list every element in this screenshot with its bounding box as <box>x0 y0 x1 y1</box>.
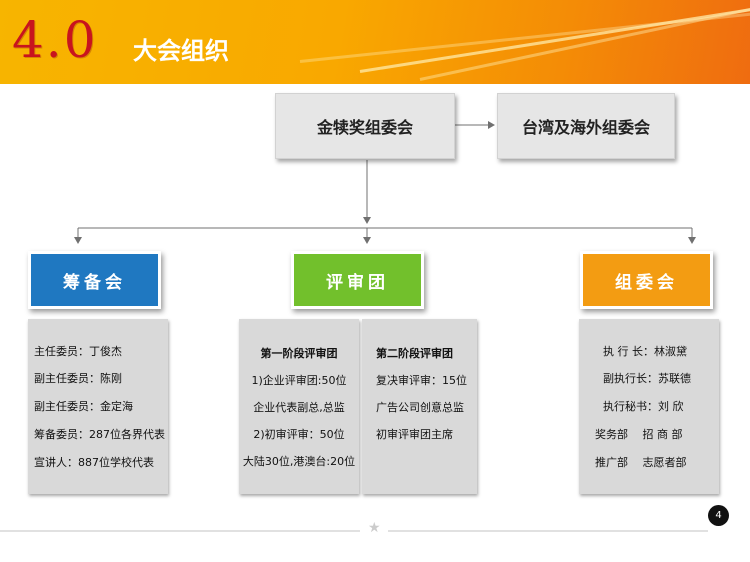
committee-title: 组委会 <box>615 272 678 293</box>
prep-row: 主任委员：丁俊杰 <box>34 345 122 358</box>
stage2-row: 初审评审团主席 <box>376 428 453 441</box>
footer-divider <box>388 530 708 532</box>
jury-title: 评审团 <box>326 272 389 293</box>
stage1-row: 大陆30位,港澳台:20位 <box>242 455 356 468</box>
overseas-committee-box: 台湾及海外组委会 <box>497 93 675 159</box>
jury-stage1-panel: 第一阶段评审团 1)企业评审团:50位 企业代表副总,总监 2)初审评审：50位… <box>239 319 359 494</box>
main-committee-label: 金犊奖组委会 <box>316 118 413 137</box>
prep-row: 筹备委员：287位各界代表 <box>34 428 165 441</box>
footer-divider <box>0 530 360 532</box>
committee-row: 执 行 长：林淑黛 <box>603 345 687 358</box>
stage1-row: 2)初审评审：50位 <box>253 428 345 441</box>
committee-panel: 执 行 长：林淑黛 副执行长：苏联德 执行秘书：刘 欣 奖务部 招 商 部 推广… <box>579 319 719 494</box>
committee-header: 组委会 <box>580 251 713 309</box>
stage1-row: 企业代表副总,总监 <box>253 401 345 414</box>
jury-header: 评审团 <box>291 251 424 309</box>
prep-row: 副主任委员：金定海 <box>34 400 133 413</box>
committee-row: 推广部 志愿者部 <box>595 456 687 469</box>
main-committee-box: 金犊奖组委会 <box>275 93 455 159</box>
overseas-committee-label: 台湾及海外组委会 <box>521 118 650 137</box>
prep-title: 筹备会 <box>63 272 126 293</box>
stage1-title: 第一阶段评审团 <box>260 347 338 360</box>
committee-row: 奖务部 招 商 部 <box>595 428 683 441</box>
prep-header: 筹备会 <box>28 251 161 309</box>
header-banner: 4.0 大会组织 <box>0 0 750 84</box>
committee-row: 副执行长：苏联德 <box>603 372 691 385</box>
stage2-row: 复决审评审：15位 <box>376 374 467 387</box>
stage1-row: 1)企业评审团:50位 <box>251 374 347 387</box>
jury-stage2-panel: 第二阶段评审团 复决审评审：15位 广告公司创意总监 初审评审团主席 <box>362 319 477 494</box>
prep-row: 宣讲人：887位学校代表 <box>34 456 154 469</box>
prep-row: 副主任委员：陈刚 <box>34 372 122 385</box>
section-number: 4.0 <box>12 11 98 69</box>
star-icon: ★ <box>368 520 381 536</box>
stage2-row: 广告公司创意总监 <box>376 401 464 414</box>
committee-row: 执行秘书：刘 欣 <box>603 400 684 413</box>
page-title: 大会组织 <box>133 37 229 65</box>
stage2-title: 第二阶段评审团 <box>376 347 453 360</box>
prep-panel: 主任委员：丁俊杰 副主任委员：陈刚 副主任委员：金定海 筹备委员：287位各界代… <box>28 319 168 494</box>
page-number: 4 <box>708 505 729 526</box>
